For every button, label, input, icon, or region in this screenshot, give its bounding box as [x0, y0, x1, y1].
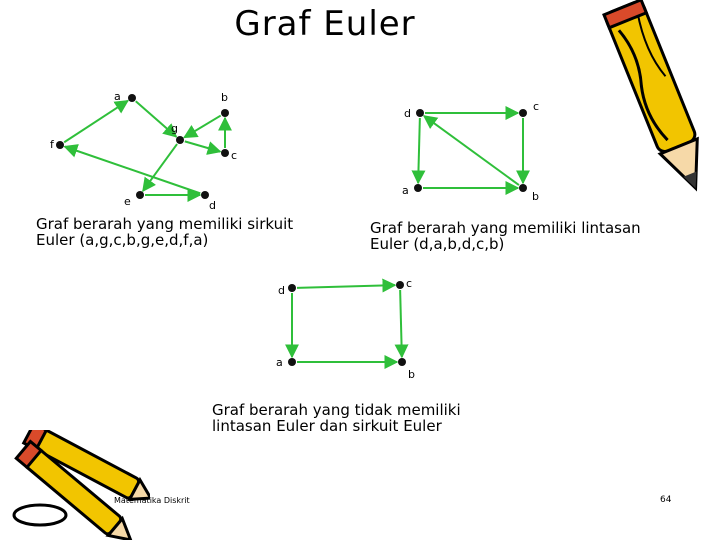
node-g3-c [396, 281, 404, 289]
node-g3-b [398, 358, 406, 366]
edge-g1-g-e [142, 143, 178, 193]
node-label-g3-b: b [408, 368, 415, 381]
footer-text: Matematika Diskrit [114, 496, 190, 505]
caption-graph-2: Graf berarah yang memiliki lintasan Eule… [370, 219, 641, 253]
node-label-g1-f: f [50, 138, 55, 151]
slide-title: Graf Euler [234, 4, 416, 44]
node-label-g3-a: a [276, 356, 283, 369]
node-label-g2-a: a [402, 184, 409, 197]
caption-graph-1: Graf berarah yang memiliki sirkuit Euler… [36, 215, 294, 249]
edge-g1-f-a [63, 99, 129, 144]
node-label-g1-d: d [209, 199, 216, 212]
node-g2-d [416, 109, 424, 117]
node-label-g2-b: b [532, 190, 539, 203]
node-label-g1-c: c [231, 149, 237, 162]
pencils-icon [12, 430, 150, 540]
node-g2-a [414, 184, 422, 192]
node-g1-f [56, 141, 64, 149]
node-g1-g [176, 136, 184, 144]
node-g1-c [221, 149, 229, 157]
node-label-g1-b: b [221, 91, 228, 104]
edge-g3-c-b [394, 289, 409, 359]
node-label-g1-e: e [124, 195, 131, 208]
node-label-g1-g: g [171, 122, 178, 135]
node-g3-d [288, 284, 296, 292]
node-label-g2-d: d [404, 107, 411, 120]
pencil-icon [602, 0, 699, 192]
edge-g1-b-g [183, 114, 222, 139]
edge-g1-g-c [184, 140, 222, 155]
node-g1-d [201, 191, 209, 199]
node-g3-a [288, 358, 296, 366]
node-g1-b [221, 109, 229, 117]
edge-g2-d-a [411, 117, 426, 185]
node-label-g1-a: a [114, 90, 121, 103]
caption-graph-3: Graf berarah yang tidak memiliki lintasa… [212, 401, 461, 435]
edge-g1-d-f [63, 144, 201, 195]
edge-g1-a-g [135, 100, 178, 138]
node-label-g3-c: c [406, 277, 412, 290]
page-number: 64 [660, 495, 672, 505]
edge-g2-b-d [422, 115, 520, 186]
node-g1-a [128, 94, 136, 102]
node-g2-c [519, 109, 527, 117]
node-g1-e [136, 191, 144, 199]
node-g2-b [519, 184, 527, 192]
edge-g3-d-c [296, 278, 397, 293]
node-label-g3-d: d [278, 284, 285, 297]
node-label-g2-c: c [533, 100, 539, 113]
